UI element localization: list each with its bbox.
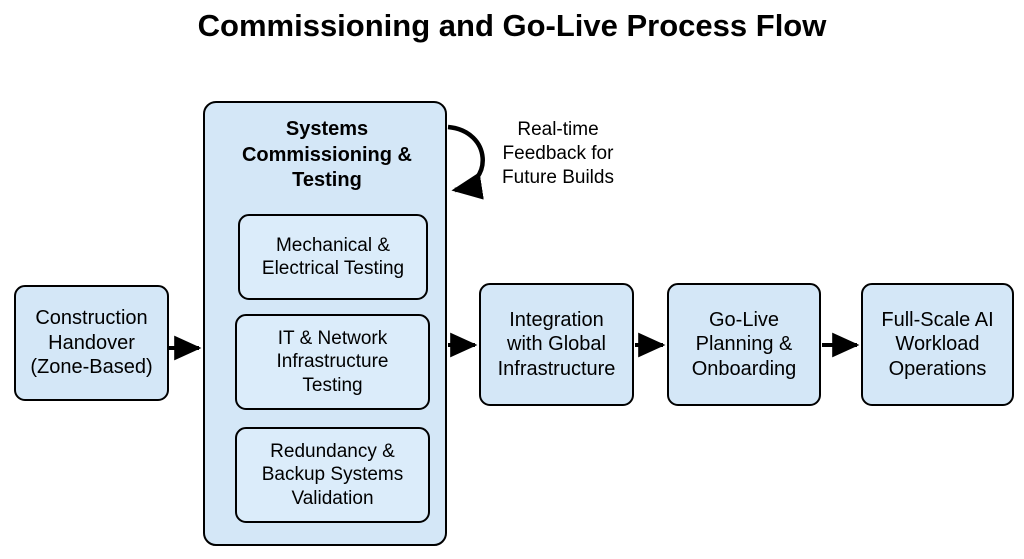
node-construction-handover-label: Construction Handover (Zone-Based) [30,307,153,379]
node-redundancy-backup-systems-validation-label: Redundancy & Backup Systems Validation [261,441,404,509]
node-integration-global-infrastructure-label: Integration with Global Infrastructure [497,308,616,380]
node-full-scale-ai-workload-operations[interactable]: Full-Scale AI Workload Operations [861,283,1014,406]
node-integration-global-infrastructure[interactable]: Integration with Global Infrastructure [479,283,634,406]
node-go-live-planning-onboarding[interactable]: Go-Live Planning & Onboarding [667,283,821,406]
node-construction-handover[interactable]: Construction Handover (Zone-Based) [14,285,169,401]
node-systems-commissioning-testing[interactable]: Systems Commissioning & Testing Mechanic… [203,101,447,546]
edge-feedback-self-loop [447,124,485,200]
node-systems-commissioning-testing-label: Systems Commissioning & Testing [241,118,412,192]
node-full-scale-ai-workload-operations-label: Full-Scale AI Workload Operations [881,308,994,380]
edge-feedback-loop-label: Real-time Feedback for Future Builds [502,119,614,189]
node-go-live-planning-onboarding-label: Go-Live Planning & Onboarding [691,308,797,380]
node-mechanical-electrical-testing-label: Mechanical & Electrical Testing [261,234,405,279]
page-title: Commissioning and Go-Live Process Flow [197,8,827,43]
node-redundancy-backup-systems-validation[interactable]: Redundancy & Backup Systems Validation [235,427,430,523]
node-mechanical-electrical-testing[interactable]: Mechanical & Electrical Testing [238,214,428,300]
node-it-network-infrastructure-testing-label: IT & Network Infrastructure Testing [276,328,389,396]
node-it-network-infrastructure-testing[interactable]: IT & Network Infrastructure Testing [235,314,430,410]
